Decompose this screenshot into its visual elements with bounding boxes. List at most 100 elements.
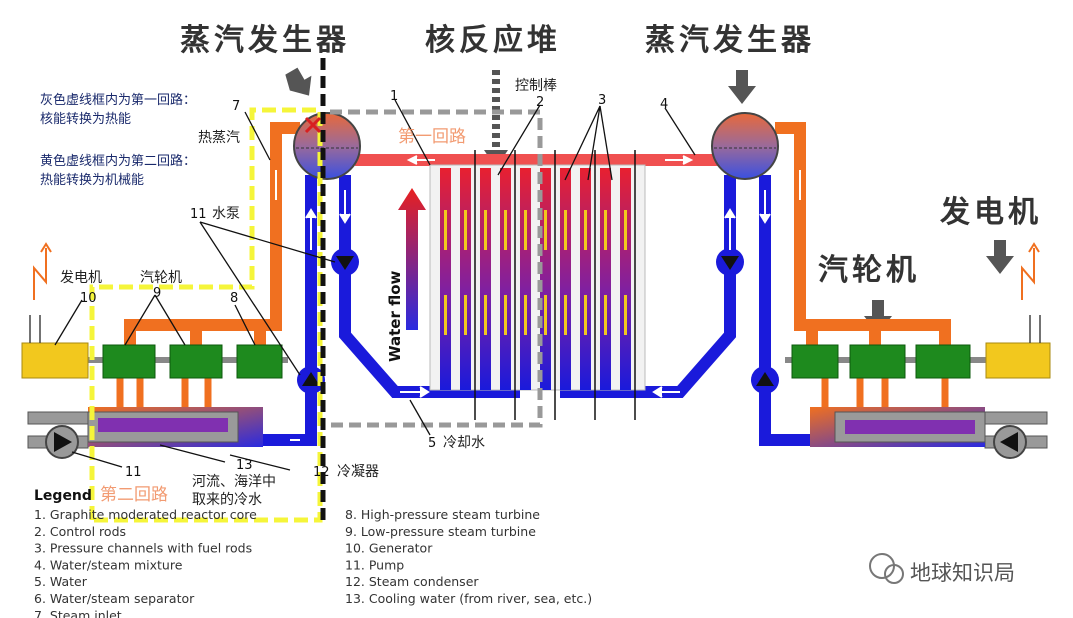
pressure-channel: [480, 168, 491, 390]
label-pump: 水泵: [212, 206, 240, 222]
note-secondary-loop-desc: 热能转换为机械能: [40, 173, 144, 188]
watermark: 地球知识局: [869, 553, 1015, 585]
fuel-rod: [544, 210, 547, 250]
pressure-channel: [500, 168, 511, 390]
label-1: 1: [390, 89, 398, 104]
generator-right: [985, 342, 1051, 379]
legend-item: 7. Steam inlet: [34, 608, 122, 618]
label-13: 13: [236, 458, 253, 473]
label-3: 3: [598, 93, 606, 108]
turbines: [102, 344, 971, 379]
turbine-left-3: [236, 344, 283, 379]
secondary-loop-box: [89, 107, 323, 523]
arrow-down-icon: [864, 300, 892, 334]
fuel-rod: [604, 295, 607, 335]
note-primary-loop-desc: 核能转换为热能: [40, 112, 131, 127]
leader-lines: [54, 99, 696, 471]
note-secondary-loop: 黄色虚线框内为第二回路：: [40, 153, 196, 169]
label-generator: 发电机: [60, 270, 102, 286]
label-primary-loop: 第一回路: [398, 127, 466, 147]
label-8: 8: [230, 291, 238, 306]
legend-item: 3. Pressure channels with fuel rods: [34, 541, 252, 556]
condenser-left: [27, 407, 263, 459]
control-rod-pointer: [484, 70, 508, 168]
fuel-rod: [524, 295, 527, 335]
water-flow-label: Water flow: [386, 270, 404, 362]
title-steam-generator-right: 蒸汽发生器: [645, 23, 815, 58]
legend-item: 6. Water/steam separator: [34, 591, 195, 606]
legend-title: Legend: [34, 488, 92, 504]
turbine-right-1: [791, 344, 839, 379]
title-reactor: 核反应堆: [425, 23, 561, 58]
label-turbine: 汽轮机: [140, 270, 182, 286]
label-cooling-water: 冷却水: [443, 435, 485, 451]
legend-item: 13. Cooling water (from river, sea, etc.…: [345, 591, 592, 606]
fuel-rod: [484, 210, 487, 250]
steam-pipes-left: [124, 122, 300, 345]
exhaust-pipes: [116, 378, 949, 410]
fuel-rod: [444, 210, 447, 250]
flow-arrows: [275, 155, 801, 441]
label-river-water: 河流、海洋中: [192, 474, 276, 490]
pointer-arrows: [285, 67, 1014, 334]
legend-left: 1. Graphite moderated reactor core 2. Con…: [34, 507, 257, 618]
pressure-channel: [580, 168, 591, 390]
electricity-icon: [33, 242, 1040, 300]
steam-pipes-right: [775, 122, 951, 345]
fuel-rod: [584, 295, 587, 335]
legend-item: 8. High-pressure steam turbine: [345, 507, 540, 522]
label-9: 9: [153, 286, 161, 301]
legend-right: 8. High-pressure steam turbine 9. Low-pre…: [345, 507, 592, 606]
label-secondary-loop: 第二回路: [100, 485, 168, 505]
turbine-left-2: [169, 344, 223, 379]
legend-item: 1. Graphite moderated reactor core: [34, 507, 257, 522]
label-control-rod: 控制棒: [515, 78, 557, 94]
fuel-rod: [624, 210, 627, 250]
legend-item: 12. Steam condenser: [345, 574, 479, 589]
legend-item: 5. Water: [34, 574, 88, 589]
legend-item: 11. Pump: [345, 557, 404, 572]
title-turbine-right: 汽轮机: [818, 253, 920, 288]
steam-separator-left: [293, 112, 361, 180]
watermark-text: 地球知识局: [910, 561, 1015, 585]
label-7: 7: [232, 99, 240, 114]
fuel-rod: [564, 210, 567, 250]
label-2: 2: [536, 95, 544, 110]
label-12: 12: [313, 465, 330, 480]
pressure-channel: [600, 168, 611, 390]
turbine-left-1: [102, 344, 156, 379]
fuel-rod: [464, 210, 467, 250]
arrow-down-icon: [285, 67, 312, 96]
pressure-channel: [440, 168, 451, 390]
label-11-condenser-pump: 11: [125, 465, 142, 480]
pressure-channel: [620, 168, 631, 390]
fuel-rod: [544, 295, 547, 335]
label-condenser: 冷凝器: [337, 464, 379, 480]
cross-icon: [304, 116, 322, 134]
fuel-rod: [624, 295, 627, 335]
pressure-channel: [560, 168, 571, 390]
label-4: 4: [660, 97, 668, 112]
reactor-core: [429, 150, 646, 420]
steam-separator-right: [711, 112, 779, 180]
fuel-rod: [564, 295, 567, 335]
fuel-rod: [504, 210, 507, 250]
pressure-channel: [540, 168, 551, 390]
legend-item: 9. Low-pressure steam turbine: [345, 524, 536, 539]
label-11-pump: 11: [190, 207, 207, 222]
label-10: 10: [80, 291, 97, 306]
fuel-rod: [524, 210, 527, 250]
fuel-rod: [504, 295, 507, 335]
generator-left: [21, 342, 89, 379]
legend-item: 4. Water/steam mixture: [34, 557, 183, 572]
fuel-rod: [444, 295, 447, 335]
arrow-down-icon: [728, 70, 756, 104]
fuel-rod: [464, 295, 467, 335]
arrow-down-icon: [986, 240, 1014, 274]
label-river-water-2: 取来的冷水: [192, 492, 262, 508]
water-flow-arrow: [398, 188, 426, 330]
legend-item: 2. Control rods: [34, 524, 126, 539]
turbine-right-3: [915, 344, 971, 379]
